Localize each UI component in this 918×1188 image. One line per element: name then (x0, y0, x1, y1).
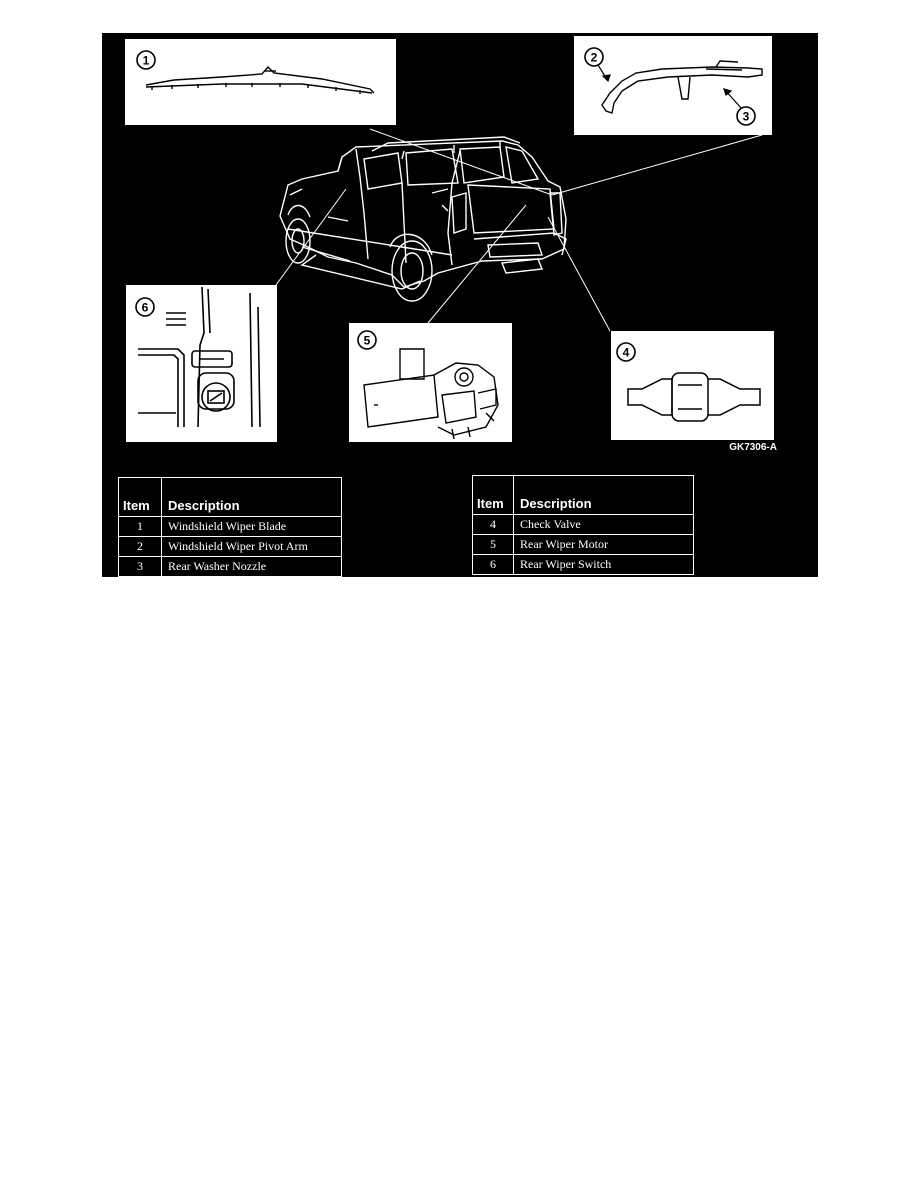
leader-line-2-3 (551, 134, 763, 196)
detail-box-2-3: 2 3 (574, 36, 772, 135)
wiper-switch-drawing (138, 286, 261, 428)
legend-item-description: Windshield Wiper Blade (161, 516, 342, 537)
legend-row: 6 Rear Wiper Switch (472, 554, 694, 575)
legend-item-number: 6 (472, 554, 514, 575)
leader-line-4 (547, 216, 611, 332)
wiper-motor-drawing (363, 348, 499, 440)
legend-item-number: 5 (472, 534, 514, 555)
callout-marker-6 (135, 297, 155, 317)
callout-arrows (597, 64, 743, 110)
detail-box-6: 6 (126, 285, 277, 442)
legend-item-description: Rear Wiper Motor (513, 534, 694, 555)
legend-row: 3 Rear Washer Nozzle (118, 556, 342, 577)
pivot-arm-drawing (601, 60, 763, 114)
leader-lines (275, 128, 763, 332)
diagram-artwork: 1 2 3 (125, 36, 777, 453)
legend-header-row: Item Description (472, 475, 694, 515)
leader-line-5 (427, 204, 527, 324)
callout-number-3: 3 (743, 110, 750, 124)
legend-table-left: Item Description 1 Windshield Wiper Blad… (118, 477, 342, 577)
callout-number-6: 6 (142, 301, 149, 315)
legend-item-description: Check Valve (513, 514, 694, 535)
callout-marker-1 (136, 50, 156, 70)
legend-item-number: 1 (118, 516, 162, 537)
legend-row: 2 Windshield Wiper Pivot Arm (118, 536, 342, 557)
description-column-header: Description (161, 477, 342, 517)
legend-row: 1 Windshield Wiper Blade (118, 516, 342, 537)
detail-box-1: 1 (125, 39, 396, 125)
callout-marker-4 (616, 342, 636, 362)
description-column-header: Description (513, 475, 694, 515)
item-column-header: Item (472, 475, 514, 515)
legend-item-description: Windshield Wiper Pivot Arm (161, 536, 342, 557)
leader-line-6 (275, 188, 347, 286)
callout-marker-2 (584, 47, 604, 67)
callout-number-4: 4 (623, 346, 630, 360)
callout-number-2: 2 (591, 51, 598, 65)
legend-item-description: Rear Wiper Switch (513, 554, 694, 575)
wiper-blade-drawing (145, 65, 375, 94)
diagram-figure: 1 2 3 (102, 33, 818, 577)
legend-header-row: Item Description (118, 477, 342, 517)
detail-box-4: 4 (611, 331, 774, 440)
callout-marker-5 (357, 330, 377, 350)
callout-marker-3 (736, 106, 756, 126)
detail-box-5: 5 (349, 323, 512, 442)
figure-code-label: GK7306-A (729, 442, 777, 453)
legend-table-right: Item Description 4 Check Valve 5 Rear Wi… (472, 475, 694, 575)
item-column-header: Item (118, 477, 162, 517)
legend-item-number: 3 (118, 556, 162, 577)
legend-item-number: 4 (472, 514, 514, 535)
legend-item-description: Rear Washer Nozzle (161, 556, 342, 577)
callout-number-5: 5 (364, 334, 371, 348)
legend-item-number: 2 (118, 536, 162, 557)
legend-row: 4 Check Valve (472, 514, 694, 535)
vehicle-illustration (279, 136, 567, 302)
legend-row: 5 Rear Wiper Motor (472, 534, 694, 555)
check-valve-drawing (627, 372, 761, 422)
callout-number-1: 1 (143, 54, 150, 68)
